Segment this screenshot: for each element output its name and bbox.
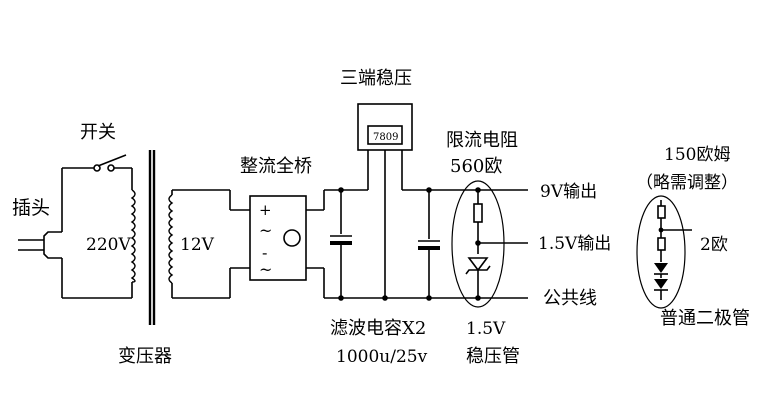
primary-wires — [61, 167, 133, 299]
secondary-voltage-label: 12V — [180, 235, 215, 255]
limit-resistor-label: 限流电阻 — [446, 130, 518, 151]
bridge-plus-symbol: + — [259, 201, 272, 219]
switch-label: 开关 — [80, 122, 116, 143]
junction-dot — [382, 295, 388, 301]
output-9v-label: 9V输出 — [540, 182, 597, 202]
diodes-label: 普通二极管 — [660, 308, 750, 329]
limit-resistor-value: 560欧 — [450, 156, 502, 177]
transformer-icon — [130, 150, 174, 325]
regulator-chip-label: 7809 — [373, 132, 398, 143]
junction-dot — [658, 227, 664, 233]
limit-resistor-group — [451, 180, 505, 308]
bridge-ac-symbol-2: ~ — [259, 260, 272, 279]
rectifier-bridge — [249, 190, 325, 298]
alt-resistor-label: 150欧姆 — [664, 145, 730, 165]
switch-icon — [93, 154, 127, 172]
plug-icon — [18, 231, 62, 259]
secondary-wires — [171, 189, 250, 299]
alt-resistor-note: （略需调整） — [636, 173, 738, 193]
bridge-minus-symbol: - — [262, 243, 267, 262]
zener-label: 稳压管 — [466, 346, 520, 367]
diode-icon — [654, 279, 668, 300]
primary-voltage-label: 220V — [86, 235, 131, 255]
transformer-label: 变压器 — [118, 346, 172, 367]
common-line-label: 公共线 — [543, 288, 597, 309]
plug-label: 插头 — [12, 197, 50, 219]
zener-voltage-label: 1.5V — [466, 319, 506, 339]
alternative-circuit-group — [636, 195, 686, 309]
filter-caps-label: 滤波电容X2 — [330, 318, 426, 339]
alt-resistor2-label: 2欧 — [700, 235, 728, 255]
rectifier-label: 整流全桥 — [240, 156, 312, 177]
filter-capacitor-1 — [330, 190, 352, 298]
regulator-label: 三端稳压 — [340, 68, 412, 89]
regulator-7809 — [357, 103, 413, 151]
bridge-ac-symbol: ~ — [259, 221, 272, 240]
zener-diode-icon — [465, 257, 491, 298]
filter-capacitor-2 — [418, 190, 440, 298]
output-1-5v-label: 1.5V输出 — [538, 234, 611, 254]
diode-icon — [654, 263, 668, 278]
alt-resistor-2 — [657, 237, 666, 262]
filter-caps-value: 1000u/25v — [336, 347, 428, 367]
limit-resistor — [473, 190, 483, 254]
